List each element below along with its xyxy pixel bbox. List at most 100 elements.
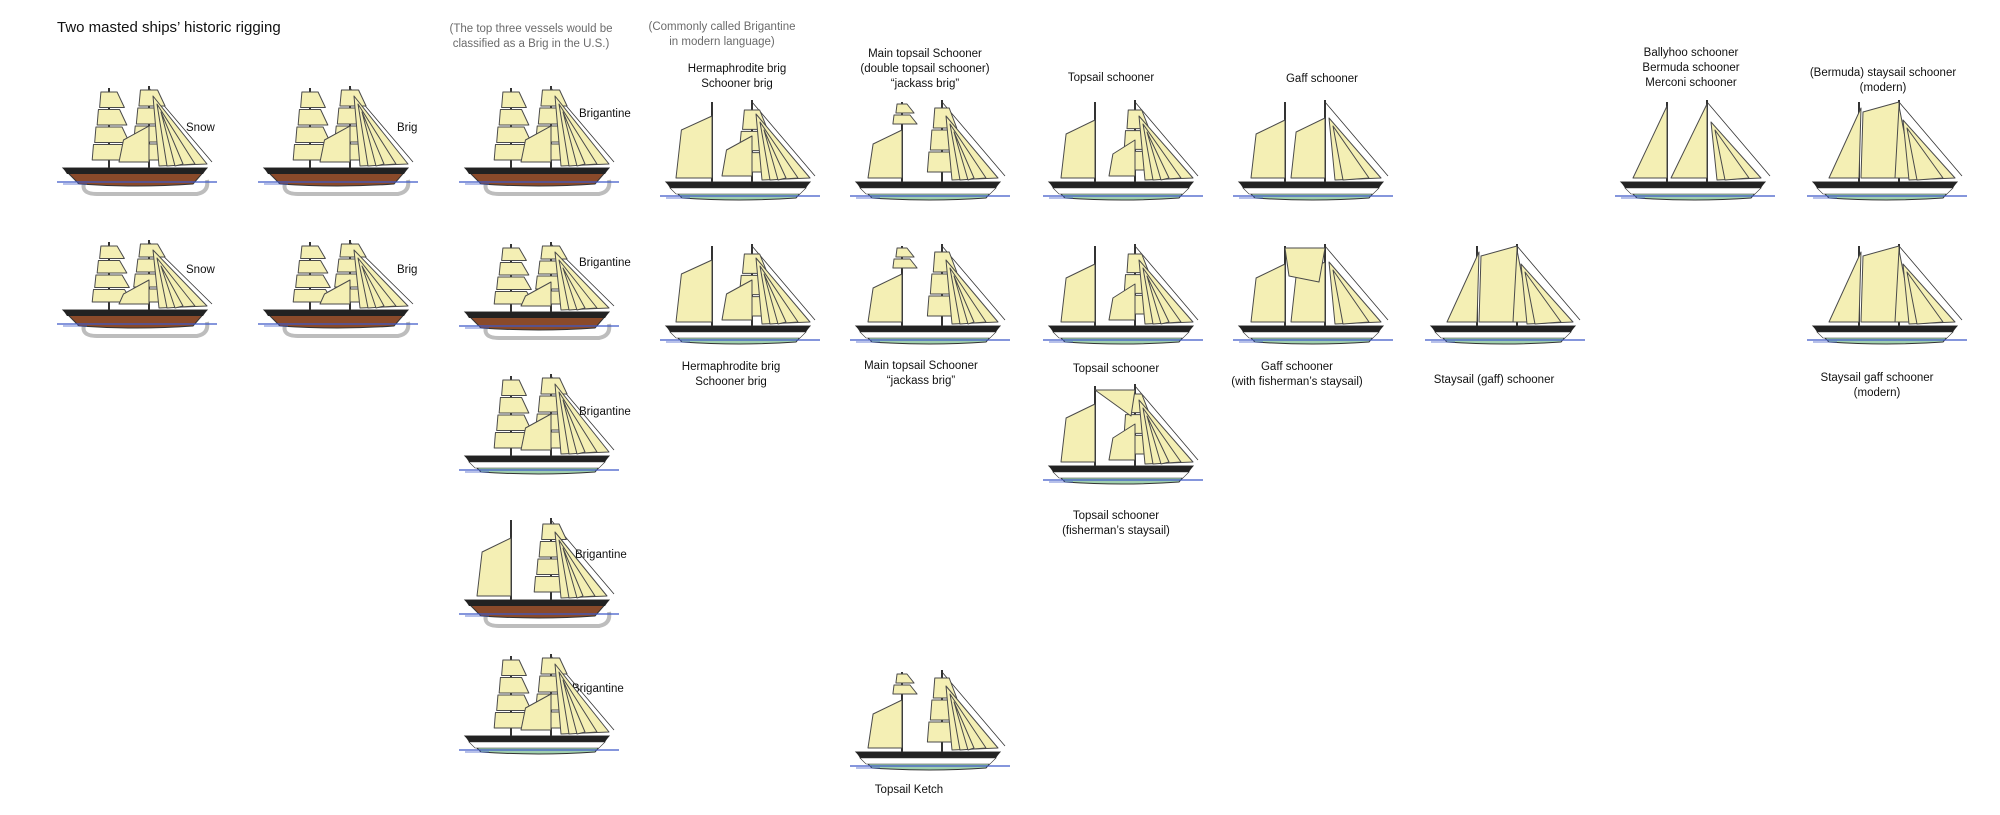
keel-outline	[282, 321, 411, 338]
stay	[1134, 385, 1199, 461]
ship-topsail-schooner-fisherman	[1043, 384, 1203, 485]
square-sail	[138, 243, 166, 258]
hull-band	[264, 310, 408, 316]
hull-stripe	[1242, 187, 1380, 195]
hull-band	[1431, 326, 1575, 332]
ship-brigantine-1	[459, 86, 619, 196]
ship-main-topsail-schooner-1	[850, 100, 1010, 201]
label-main-topsail-schooner: Main topsail Schooner“jackass brig”	[864, 360, 978, 387]
gaff-sail	[867, 273, 903, 323]
jib-sail	[361, 111, 385, 167]
stay	[1898, 101, 1963, 177]
spanker-sail	[319, 279, 351, 305]
label-brig-1: Brig	[397, 122, 418, 134]
hull-band	[666, 182, 810, 188]
ship-snow-1	[57, 86, 217, 196]
ship-topsail-schooner-1	[1043, 100, 1203, 201]
ship-staysail-gaff-schooner	[1425, 244, 1585, 345]
jib-sail	[361, 265, 385, 309]
square-sail	[501, 659, 527, 676]
stay	[1134, 101, 1199, 177]
ship-ballyhoo-schooner	[1615, 100, 1775, 201]
hull-stripe	[468, 461, 606, 469]
square-sail	[540, 89, 568, 107]
hull-band	[63, 168, 207, 174]
jib-sail	[562, 679, 586, 735]
keel-outline	[282, 179, 411, 196]
ship-brigantine-4	[459, 518, 619, 628]
label-snow-2: Snow	[186, 264, 215, 276]
hull-stripe	[1052, 331, 1190, 339]
square-sail	[297, 109, 329, 126]
jib-sail	[160, 265, 184, 309]
main-gaff-sail	[1108, 283, 1136, 321]
jib-sail	[1524, 271, 1562, 325]
square-sail	[501, 91, 527, 108]
spanker-sail	[520, 281, 552, 307]
ship-bermuda-staysail-schooner	[1807, 100, 1967, 201]
hull-stripe	[669, 187, 807, 195]
label-brigantine-2: Brigantine	[579, 257, 631, 269]
hull-band	[264, 168, 408, 174]
hull-band	[856, 182, 1000, 188]
ship-main-topsail-schooner-2	[850, 244, 1010, 345]
jib-sail	[562, 267, 586, 311]
square-sail	[501, 247, 527, 261]
hull-band	[1621, 182, 1765, 188]
label-staysail-gaff-schooner-modern: Staysail gaff schooner(modern)	[1820, 372, 1934, 399]
hull-band	[63, 310, 207, 316]
bermuda-main-sail	[1670, 103, 1708, 179]
hull-band	[1813, 326, 1957, 332]
label-brigantine-5: Brigantine	[572, 683, 624, 695]
square-sail	[895, 103, 915, 114]
fore-sail	[1446, 251, 1480, 323]
gaff-sail	[867, 699, 903, 749]
jib-sail	[1906, 271, 1944, 325]
stay	[941, 245, 1006, 321]
square-sail	[138, 89, 166, 107]
main-gaff-sail	[721, 135, 753, 177]
jib-sail	[1146, 131, 1170, 181]
square-sail	[895, 247, 915, 258]
hull-band	[1049, 466, 1193, 472]
label-staysail-gaff-schooner: Staysail (gaff) schooner	[1433, 374, 1555, 386]
gaff-sail	[1250, 119, 1286, 179]
main-gaff-sail	[1290, 117, 1326, 179]
bermuda-fore-sail	[1632, 105, 1668, 179]
stay	[1134, 245, 1199, 321]
label-topsail-schooner-bottom: Topsail schooner	[1072, 363, 1160, 375]
square-sail	[498, 677, 530, 694]
jib-sail	[562, 399, 586, 455]
main-gaff-sail	[1108, 139, 1136, 177]
square-sail	[339, 243, 367, 258]
jib-sail	[949, 693, 987, 751]
hull-stripe	[1434, 331, 1572, 339]
square-sail	[94, 274, 130, 288]
keel-outline	[81, 179, 210, 196]
square-sail	[541, 523, 567, 540]
square-sail	[892, 684, 918, 695]
square-sail	[498, 397, 530, 414]
fisherman-staysail	[1284, 247, 1326, 283]
hull-band	[856, 326, 1000, 332]
stay	[1516, 245, 1581, 321]
gaff-sail	[675, 259, 713, 323]
hull-band	[1049, 182, 1193, 188]
keel-outline	[483, 323, 612, 340]
square-sail	[892, 114, 918, 125]
hull-band	[856, 752, 1000, 758]
main-staysail	[1478, 245, 1518, 323]
fisherman-staysail	[1094, 389, 1136, 417]
label-topsail-schooner-top: Topsail schooner	[1067, 72, 1155, 84]
jib-sail	[1146, 415, 1170, 465]
stay	[751, 245, 816, 321]
gaff-sail	[1250, 263, 1286, 323]
label-brigantine-4: Brigantine	[575, 549, 627, 561]
label-gaff-schooner-top: Gaff schooner	[1285, 73, 1359, 85]
jib-sail	[949, 267, 987, 325]
